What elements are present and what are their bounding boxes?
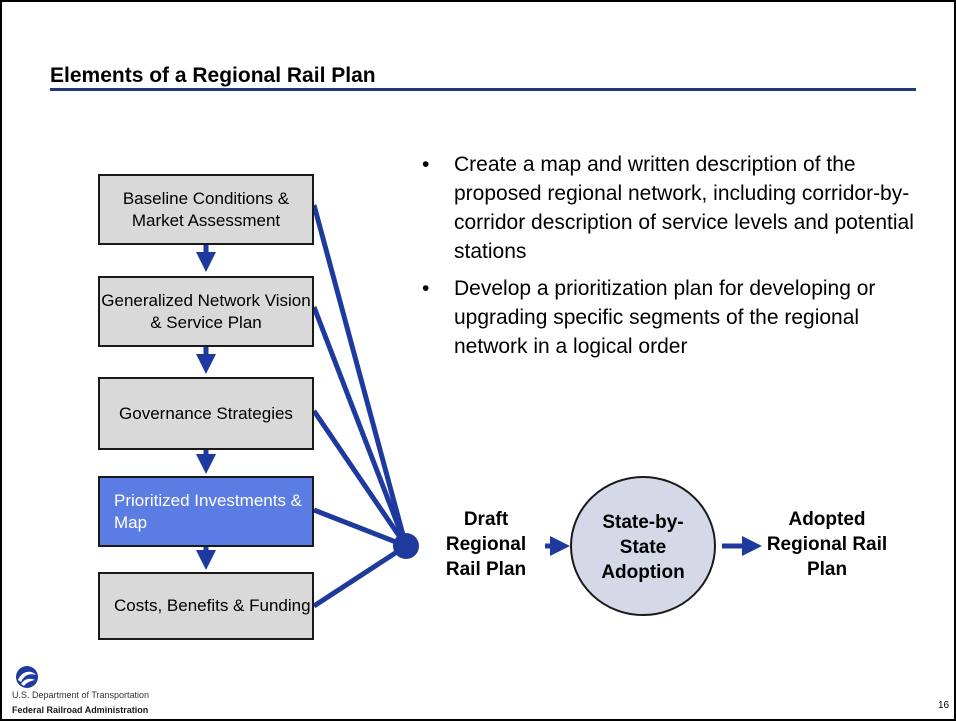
step-label-governance: Governance Strategies — [119, 403, 293, 423]
bullet-item: Create a map and written description of … — [422, 150, 922, 266]
bullet-list: Create a map and written description of … — [422, 150, 922, 369]
connector-line-5 — [312, 543, 408, 609]
step-box-prioritized-investments: Prioritized Investments & Map — [98, 476, 314, 547]
connector-line-3 — [311, 409, 409, 548]
step-box-network-vision: Generalized Network Vision & Service Pla… — [98, 276, 314, 347]
draft-plan-label: Draft Regional Rail Plan — [445, 509, 527, 580]
connector-line-4 — [313, 507, 407, 549]
step-label-network-vision: Generalized Network Vision & Service Pla… — [101, 290, 311, 332]
step-box-governance: Governance Strategies — [98, 377, 314, 450]
adoption-label: State-by-State Adoption — [601, 512, 685, 583]
title-divider — [50, 88, 916, 91]
slide-title: Elements of a Regional Rail Plan — [50, 64, 376, 87]
connector-line-1 — [311, 204, 409, 547]
connector-line-2 — [311, 306, 409, 547]
adopted-plan-label: Adopted Regional Rail Plan — [766, 509, 888, 580]
hub-dot — [393, 533, 419, 559]
step-label-costs-benefits: Costs, Benefits & Funding — [114, 596, 311, 615]
adoption-circle — [570, 476, 716, 616]
step-box-costs-benefits: Costs, Benefits & Funding — [98, 572, 314, 640]
agency-name: Federal Railroad Administration — [12, 705, 149, 715]
step-label-baseline: Baseline Conditions & Market Assessment — [122, 188, 290, 230]
bullet-item: Develop a prioritization plan for develo… — [422, 274, 922, 361]
step-box-baseline: Baseline Conditions & Market Assessment — [98, 174, 314, 245]
page-number: 16 — [938, 700, 950, 711]
dot-logo-icon — [16, 666, 38, 688]
step-label-prioritized-investments: Prioritized Investments & Map — [114, 490, 303, 532]
department-name: U.S. Department of Transportation — [12, 690, 150, 700]
